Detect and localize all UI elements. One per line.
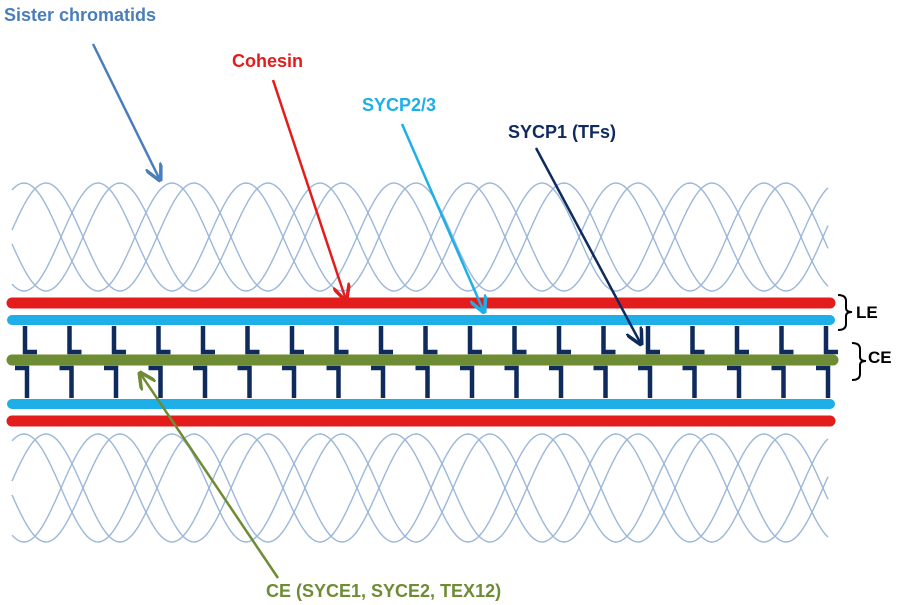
- transverse-filament-bottom: [549, 365, 564, 398]
- transverse-filament-bottom: [371, 365, 386, 398]
- cohesin-label: Cohesin: [232, 51, 303, 71]
- transverse-filament-top: [245, 326, 260, 355]
- sister-chromatid-strands: [11, 182, 829, 543]
- transverse-filament-top: [779, 326, 794, 355]
- transverse-filament-top: [289, 326, 304, 355]
- chromatid-strand-bottom: [11, 433, 829, 543]
- transverse-filament-top: [556, 326, 571, 355]
- chromatid-strand-bottom: [11, 433, 829, 543]
- sycp23-label: SYCP2/3: [362, 95, 436, 115]
- sycp23-arrow: [400, 123, 484, 312]
- sycp1-transverse-filaments: [15, 326, 838, 398]
- transverse-filament-top: [156, 326, 171, 355]
- transverse-filament-bottom: [193, 365, 208, 398]
- transverse-filament-bottom: [682, 365, 697, 398]
- sycp1-arrow: [534, 147, 641, 344]
- sycp1-label: SYCP1 (TFs): [508, 122, 616, 142]
- le-label: LE: [856, 303, 878, 322]
- ce-label: CE: [868, 348, 892, 367]
- transverse-filament-top: [467, 326, 482, 355]
- transverse-filament-bottom: [771, 365, 786, 398]
- transverse-filament-top: [823, 326, 838, 355]
- chromatid-strand-top: [11, 182, 829, 292]
- transverse-filament-top: [645, 326, 660, 355]
- transverse-filament-top: [378, 326, 393, 355]
- transverse-filament-bottom: [415, 365, 430, 398]
- transverse-filament-bottom: [148, 365, 163, 398]
- transverse-filament-bottom: [727, 365, 742, 398]
- transverse-filament-top: [423, 326, 438, 355]
- transverse-filament-top: [22, 326, 37, 355]
- chromatid-strand-top: [11, 182, 829, 292]
- chromatid-strand-bottom: [11, 433, 829, 543]
- transverse-filament-top: [67, 326, 82, 355]
- transverse-filament-bottom: [237, 365, 252, 398]
- transverse-filament-bottom: [638, 365, 653, 398]
- sister-chromatids-arrow: [91, 43, 160, 180]
- transverse-filament-bottom: [59, 365, 74, 398]
- transverse-filament-bottom: [593, 365, 608, 398]
- transverse-filament-top: [690, 326, 705, 355]
- transverse-filament-bottom: [104, 365, 119, 398]
- transverse-filament-top: [512, 326, 527, 355]
- transverse-filament-bottom: [326, 365, 341, 398]
- transverse-filament-top: [601, 326, 616, 355]
- transverse-filament-top: [111, 326, 126, 355]
- transverse-filament-top: [734, 326, 749, 355]
- ce-proteins-label: CE (SYCE1, SYCE2, TEX12): [266, 581, 501, 601]
- chromatid-strand-bottom: [11, 433, 829, 543]
- ce-proteins-arrow: [140, 373, 280, 579]
- transverse-filament-top: [200, 326, 215, 355]
- transverse-filament-top: [334, 326, 349, 355]
- chromatid-strand-top: [11, 182, 829, 292]
- transverse-filament-bottom: [504, 365, 519, 398]
- transverse-filament-bottom: [282, 365, 297, 398]
- chromatid-strand-top: [11, 182, 829, 292]
- le-bracket: [837, 294, 853, 331]
- transverse-filament-bottom: [816, 365, 831, 398]
- cohesin-arrow: [271, 79, 346, 300]
- sister-chromatids-label: Sister chromatids: [4, 5, 156, 25]
- transverse-filament-bottom: [460, 365, 475, 398]
- ce-bracket: [851, 342, 867, 381]
- transverse-filament-bottom: [15, 365, 30, 398]
